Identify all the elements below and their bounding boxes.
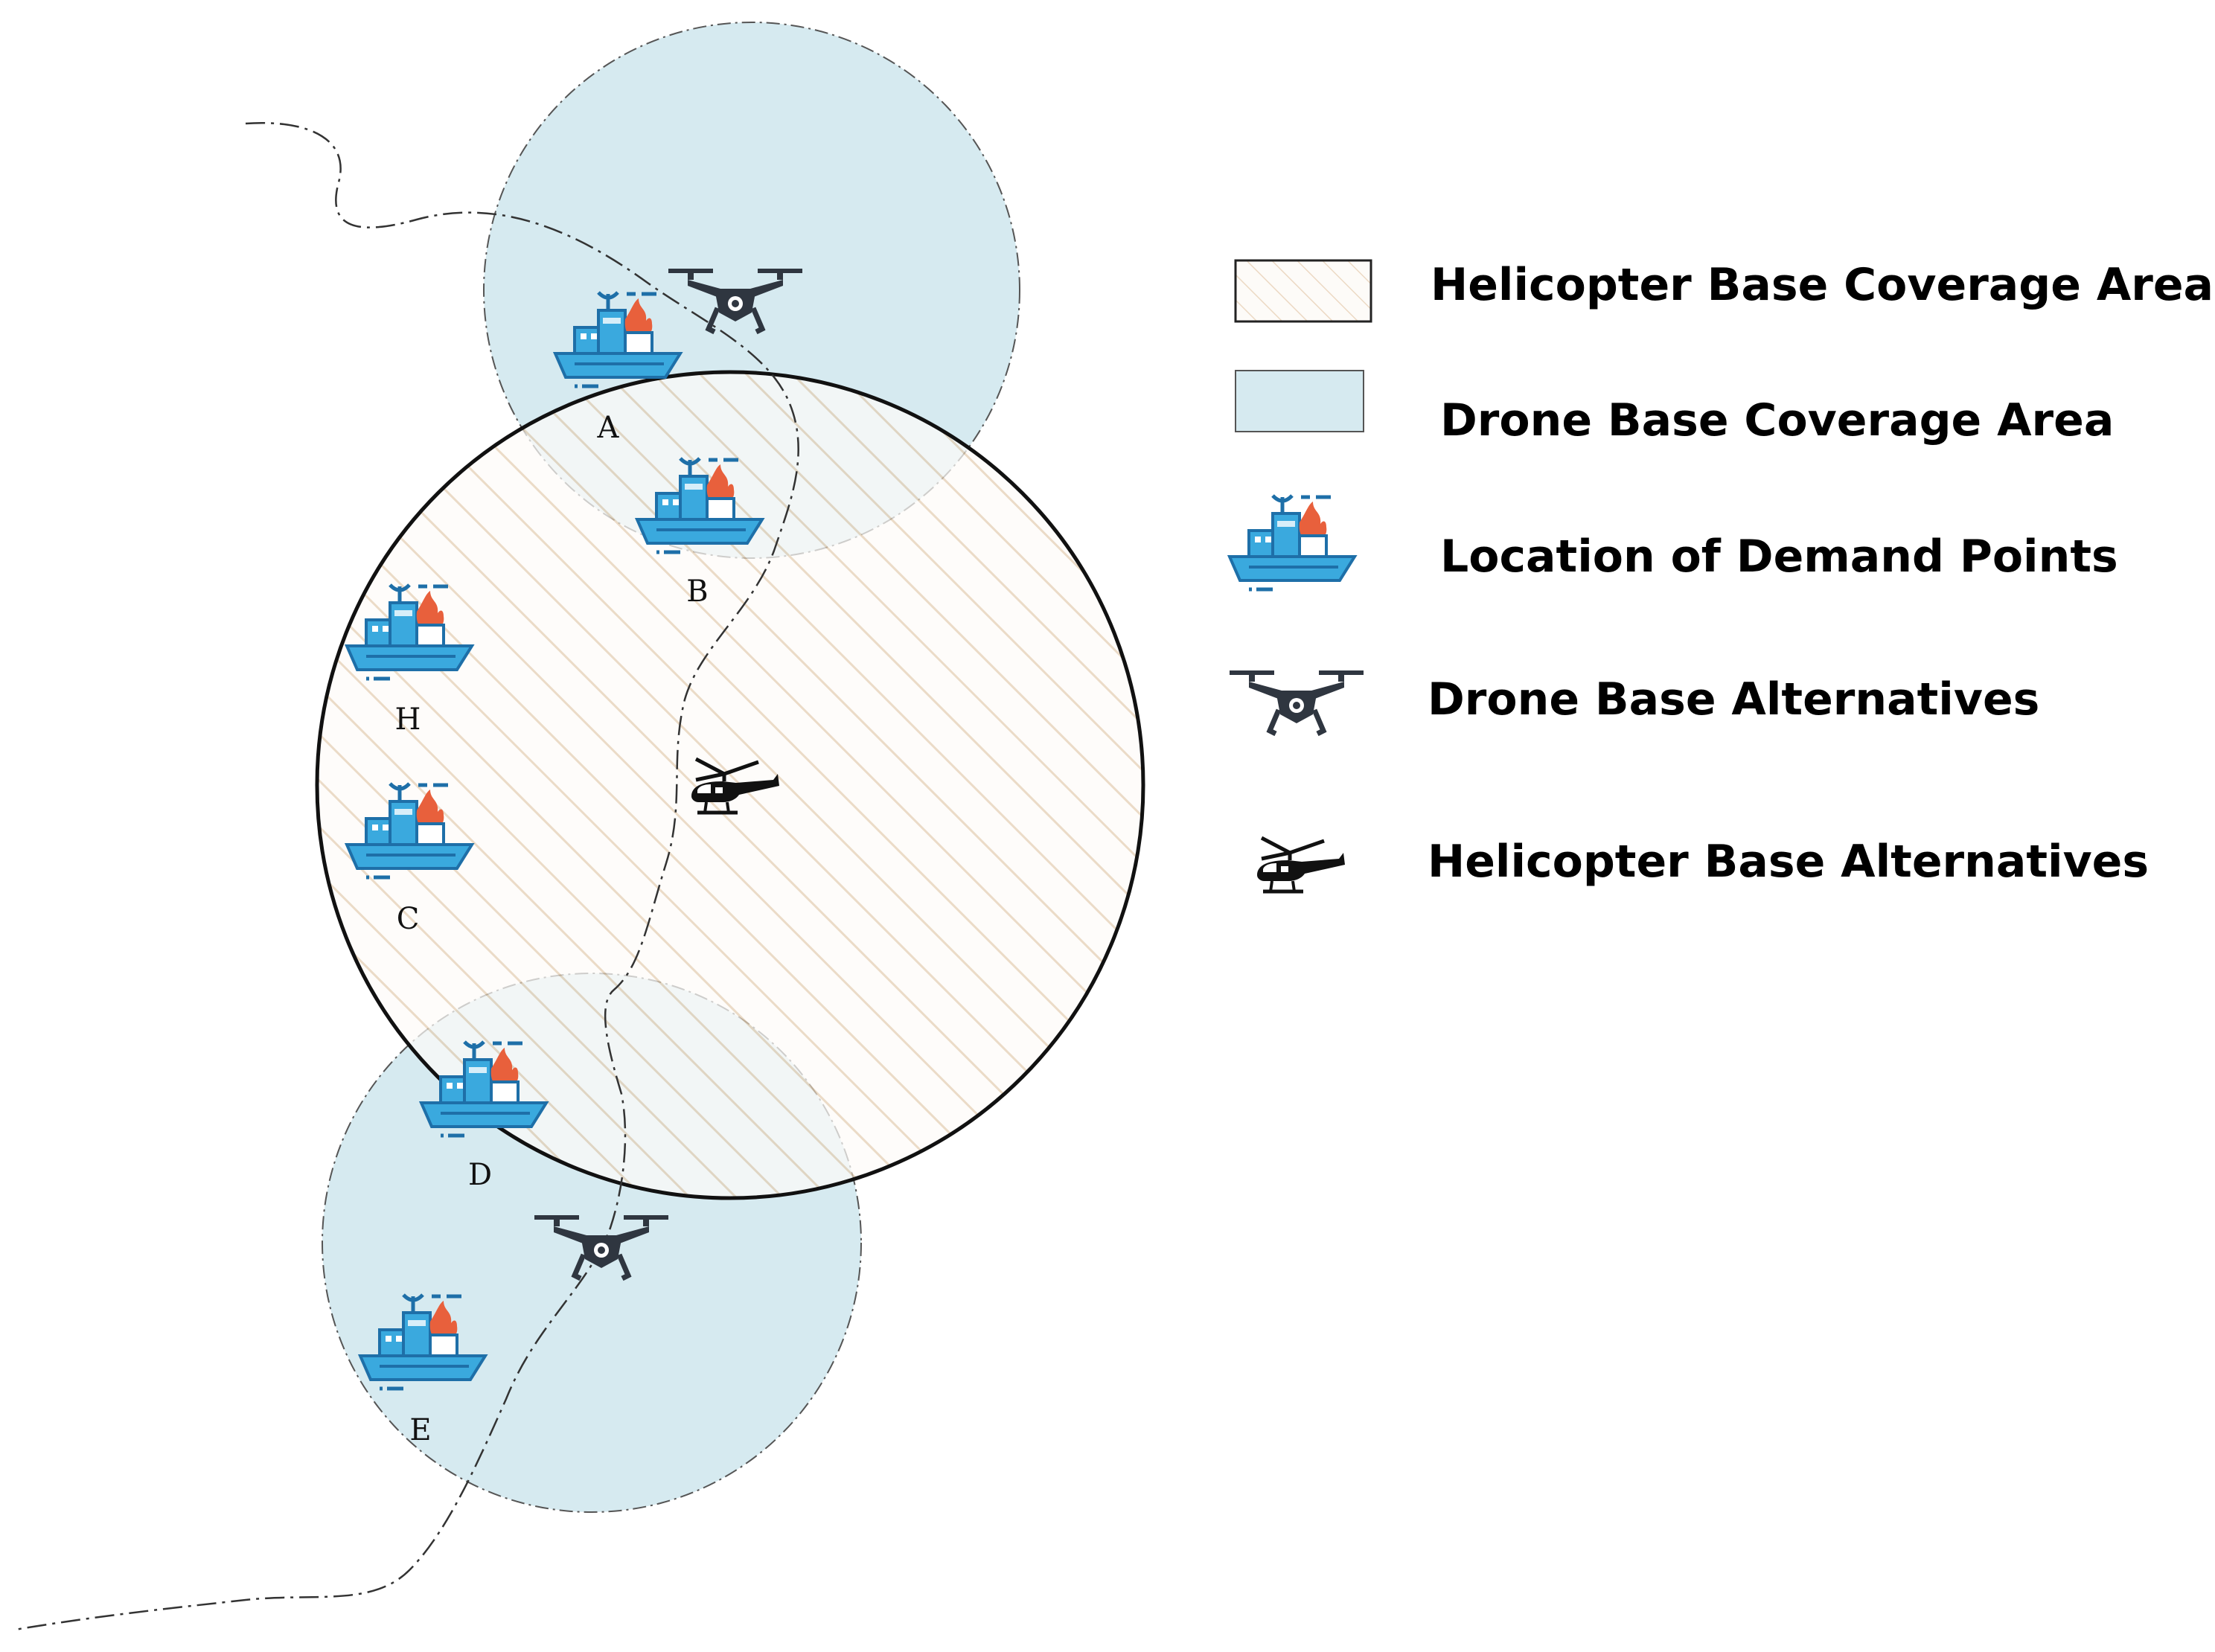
demand-point-h: H <box>347 585 472 737</box>
ship-on-fire-icon <box>1230 496 1355 589</box>
legend-label: Helicopter Base Alternatives <box>1428 836 2149 888</box>
legend-item-helicopter-coverage: Helicopter Base Coverage Area <box>1234 259 2214 323</box>
demand-point-label: C <box>397 902 420 936</box>
demand-point-label: H <box>395 702 421 737</box>
legend-label: Drone Base Coverage Area <box>1440 394 2114 446</box>
legend-label: Helicopter Base Coverage Area <box>1431 259 2214 311</box>
legend-item-drone-bases: Drone Base Alternatives <box>1230 673 2039 734</box>
legend-label: Location of Demand Points <box>1440 531 2118 583</box>
legend-item-helicopter-bases: Helicopter Base Alternatives <box>1257 836 2149 891</box>
demand-point-a: A <box>555 292 680 445</box>
demand-point-d: D <box>421 1042 546 1192</box>
hatch-swatch-icon <box>1234 259 1372 323</box>
drone-swatch-icon <box>1235 370 1364 432</box>
demand-points: A B H C D E <box>347 292 762 1447</box>
legend: Helicopter Base Coverage Area Drone Base… <box>1230 259 2214 891</box>
coastline <box>14 122 799 1631</box>
demand-point-label: D <box>468 1158 492 1192</box>
demand-point-label: A <box>597 411 620 445</box>
legend-item-drone-coverage: Drone Base Coverage Area <box>1235 370 2114 446</box>
demand-point-label: E <box>409 1413 431 1447</box>
legend-item-demand-points: Location of Demand Points <box>1230 496 2118 589</box>
legend-label: Drone Base Alternatives <box>1428 673 2039 726</box>
demand-point-label: B <box>686 574 708 609</box>
demand-point-b: B <box>637 458 762 609</box>
demand-point-e: E <box>360 1295 485 1447</box>
drone-icon <box>1230 673 1364 734</box>
helicopter-icon <box>1257 838 1345 891</box>
demand-point-c: C <box>347 784 472 936</box>
